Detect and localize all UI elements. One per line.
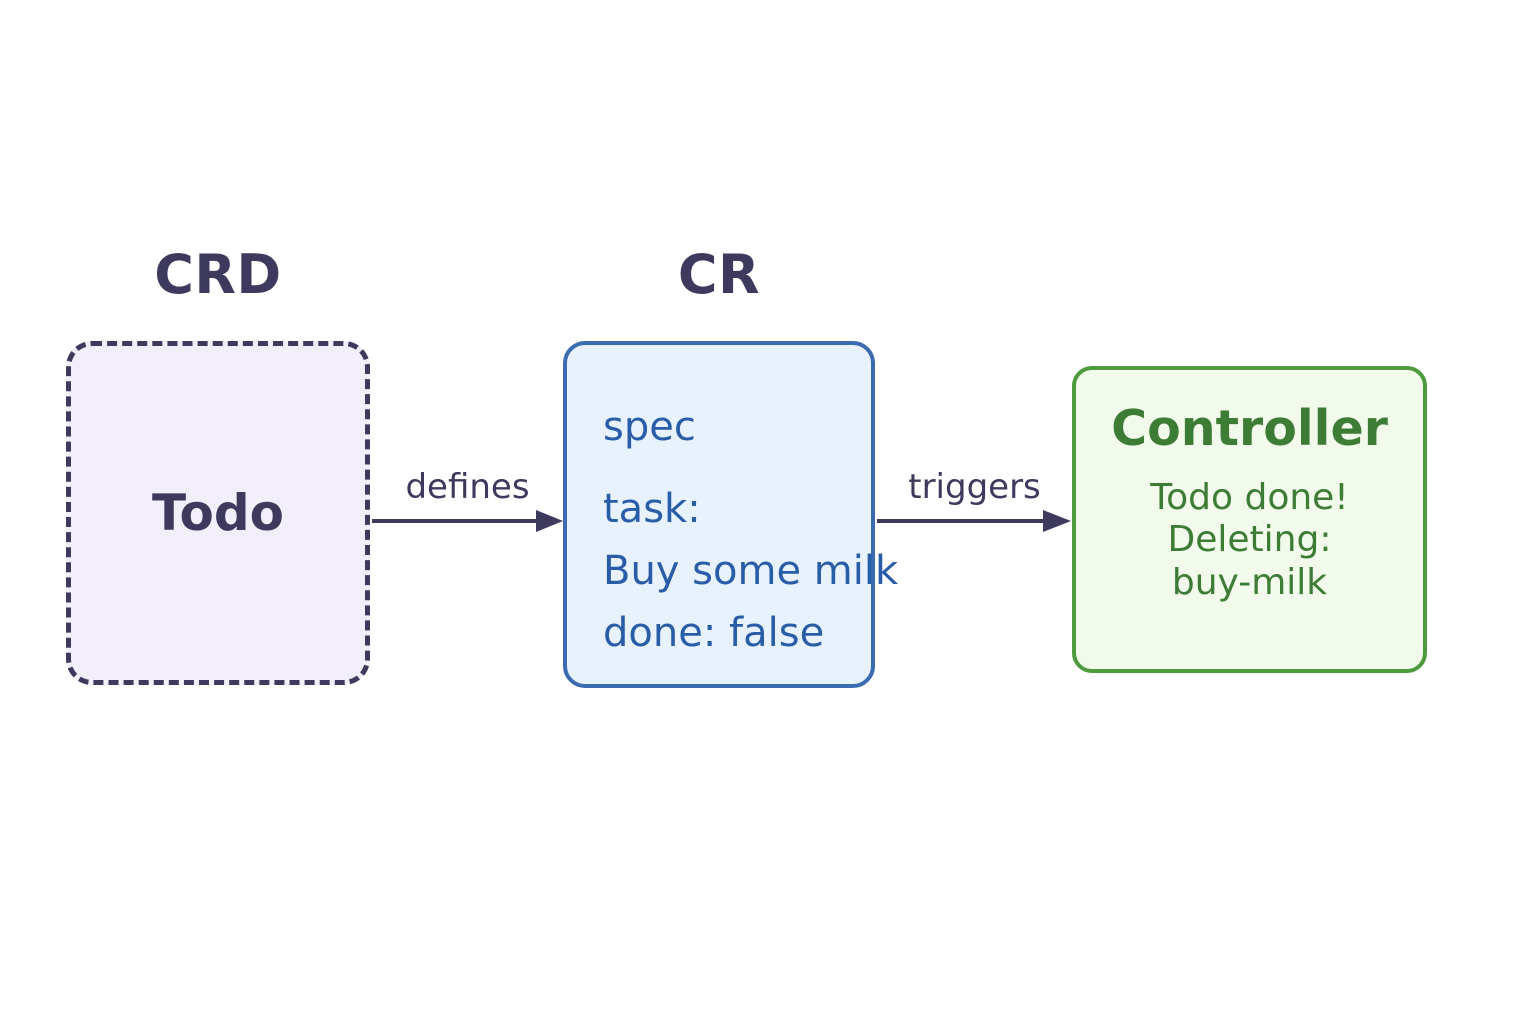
cr-line-done: done: false	[603, 610, 825, 656]
arrow-defines	[372, 510, 563, 532]
arrow-triggers	[877, 510, 1071, 532]
cr-line-spec: spec	[603, 404, 696, 450]
controller-line-deleting: Deleting:	[1167, 519, 1332, 561]
cr-line-task: task:	[603, 486, 701, 532]
crd-node-label: Todo	[152, 484, 284, 542]
cr-line-task-value: Buy some milk	[603, 548, 899, 594]
crd-group-title: CRD	[154, 243, 282, 306]
edge-label-defines: defines	[405, 467, 530, 507]
controller-line-resource-name: buy-milk	[1171, 561, 1328, 603]
controller-node-title: Controller	[1111, 400, 1388, 457]
controller-node[interactable]: Controller Todo done! Deleting: buy-milk	[1072, 366, 1427, 673]
controller-line-todo-done: Todo done!	[1150, 477, 1349, 518]
edge-label-triggers: triggers	[908, 467, 1041, 507]
cr-node[interactable]: spec task: Buy some milk done: false	[563, 341, 899, 688]
crd-node[interactable]: Todo	[66, 341, 370, 685]
cr-group-title: CR	[677, 243, 761, 306]
